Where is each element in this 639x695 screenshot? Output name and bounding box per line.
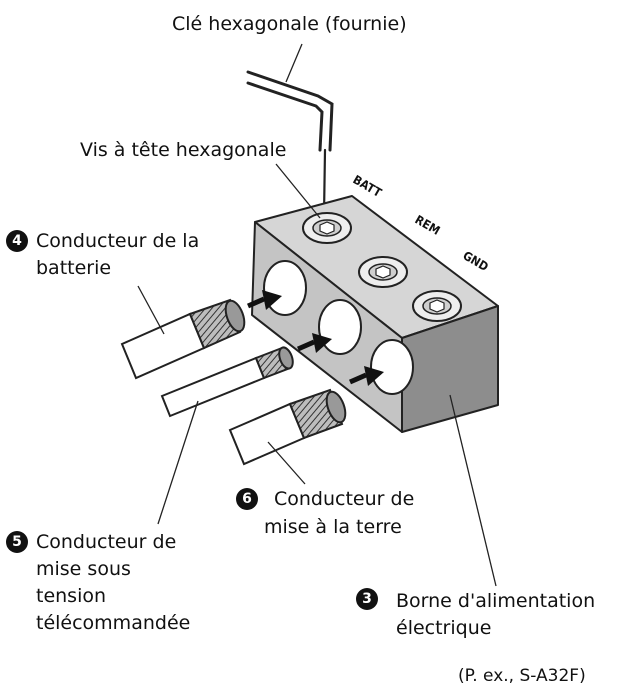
battery-lead-number: 4 xyxy=(6,230,28,252)
battery-lead-label-line2: batterie xyxy=(36,257,112,279)
screw-gnd xyxy=(412,290,462,322)
screw-rem xyxy=(358,256,408,288)
hex-screw-label: Vis à tête hexagonale xyxy=(80,139,287,161)
remote-wire xyxy=(160,346,294,418)
terminal-label-batt: BATT xyxy=(351,172,385,200)
ground-lead-number: 6 xyxy=(236,488,258,510)
terminal-label-rem: REM xyxy=(413,212,443,237)
ground-lead-label-line2: mise à la terre xyxy=(264,516,402,538)
power-terminal-number: 3 xyxy=(356,588,378,610)
hex-key-label: Clé hexagonale (fournie) xyxy=(172,13,407,35)
remote-lead-label-line4: télécommandée xyxy=(36,612,191,634)
remote-lead-number: 5 xyxy=(6,531,28,553)
hex-key-leader xyxy=(285,43,303,83)
insertion-arrows xyxy=(246,290,384,386)
ground-wire xyxy=(228,388,347,466)
terminal-label-gnd: GND xyxy=(461,248,491,274)
ground-lead-label-line1: Conducteur de xyxy=(274,488,415,510)
remote-lead-label-line1: Conducteur de xyxy=(36,531,177,553)
power-terminal-label-line1: Borne d'alimentation xyxy=(396,590,596,612)
battery-lead-label-line1: Conducteur de la xyxy=(36,230,200,252)
remote-lead-label-line3: tension xyxy=(36,585,107,607)
screw-batt xyxy=(302,212,352,244)
power-terminal-label-line2: électrique xyxy=(396,617,492,639)
model-note: (P. ex., S-A32F) xyxy=(458,666,586,686)
remote-lead-label-line2: mise sous xyxy=(36,558,131,580)
leader-lines xyxy=(137,163,497,587)
battery-wire xyxy=(120,298,246,380)
